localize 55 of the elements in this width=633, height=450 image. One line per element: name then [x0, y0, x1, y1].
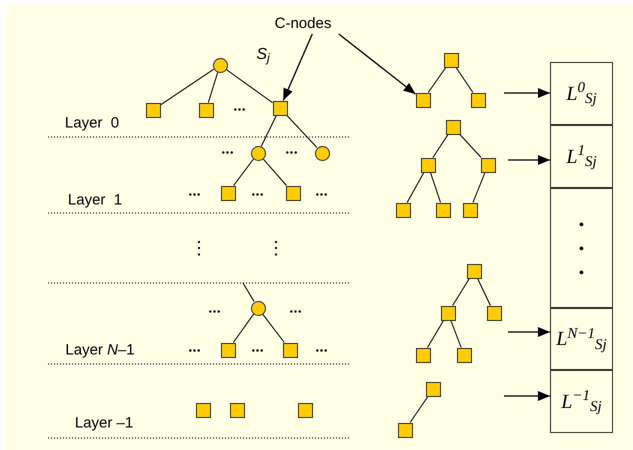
- arrow: [282, 34, 313, 101]
- connector-line: [233, 158, 254, 186]
- connector-line: [426, 320, 444, 348]
- vertical-ellipsis: ⋮: [267, 239, 285, 257]
- layer-label: Layer 0: [64, 116, 120, 130]
- list-cell: [550, 308, 613, 370]
- list-cell: [550, 188, 613, 308]
- tree-label: S$_{j}$: [256, 47, 270, 63]
- layer-label: Layer –1: [74, 416, 134, 430]
- ellipsis: •••: [316, 346, 328, 356]
- connector-line: [432, 134, 449, 158]
- arrow: [508, 155, 550, 165]
- vertical-ellipsis: ⋮: [190, 239, 208, 257]
- ellipsis: •••: [234, 106, 246, 114]
- arrow: [504, 88, 550, 98]
- connector-line: [456, 67, 474, 93]
- connector-line: [472, 172, 486, 203]
- ellipsis: •••: [208, 308, 222, 316]
- ellipsis: •••: [222, 148, 234, 158]
- ellipsis: •••: [188, 190, 202, 200]
- list-cell: [550, 62, 613, 125]
- list-cell: [550, 125, 613, 188]
- connector-line: [262, 158, 287, 186]
- connector-line: [260, 115, 277, 147]
- arrow: [504, 391, 550, 401]
- connector-line: [477, 278, 491, 306]
- arrow: [508, 327, 550, 337]
- ellipsis-dot: •: [579, 265, 584, 279]
- list-cell: [550, 370, 613, 433]
- callout-text: C-nodes: [268, 14, 338, 34]
- connector-line: [452, 278, 470, 306]
- ellipsis: •••: [290, 308, 302, 316]
- connector-line: [160, 68, 214, 106]
- connector-line: [262, 313, 285, 343]
- ellipsis: •••: [252, 346, 264, 356]
- connector-line: [286, 115, 318, 148]
- connector-line: [410, 396, 428, 423]
- layer-label: Layer N–1: [65, 342, 135, 358]
- ellipsis-dot: •: [579, 241, 584, 255]
- connector-line: [428, 67, 446, 93]
- connector-line: [430, 172, 441, 203]
- connector-line: [242, 282, 255, 302]
- ellipsis: •••: [188, 346, 202, 356]
- connector-line: [208, 72, 218, 103]
- connector-line: [232, 314, 254, 343]
- ellipsis: •••: [316, 190, 328, 200]
- ellipsis-dot: •: [579, 217, 584, 231]
- connector-line: [459, 134, 482, 158]
- connector-line: [450, 320, 462, 348]
- ellipsis: •••: [252, 190, 264, 200]
- connector-line: [406, 172, 424, 203]
- arrow: [338, 33, 416, 95]
- connector-line: [226, 68, 273, 104]
- ellipsis: •••: [286, 148, 298, 158]
- layer-label: Layer 1: [68, 192, 122, 208]
